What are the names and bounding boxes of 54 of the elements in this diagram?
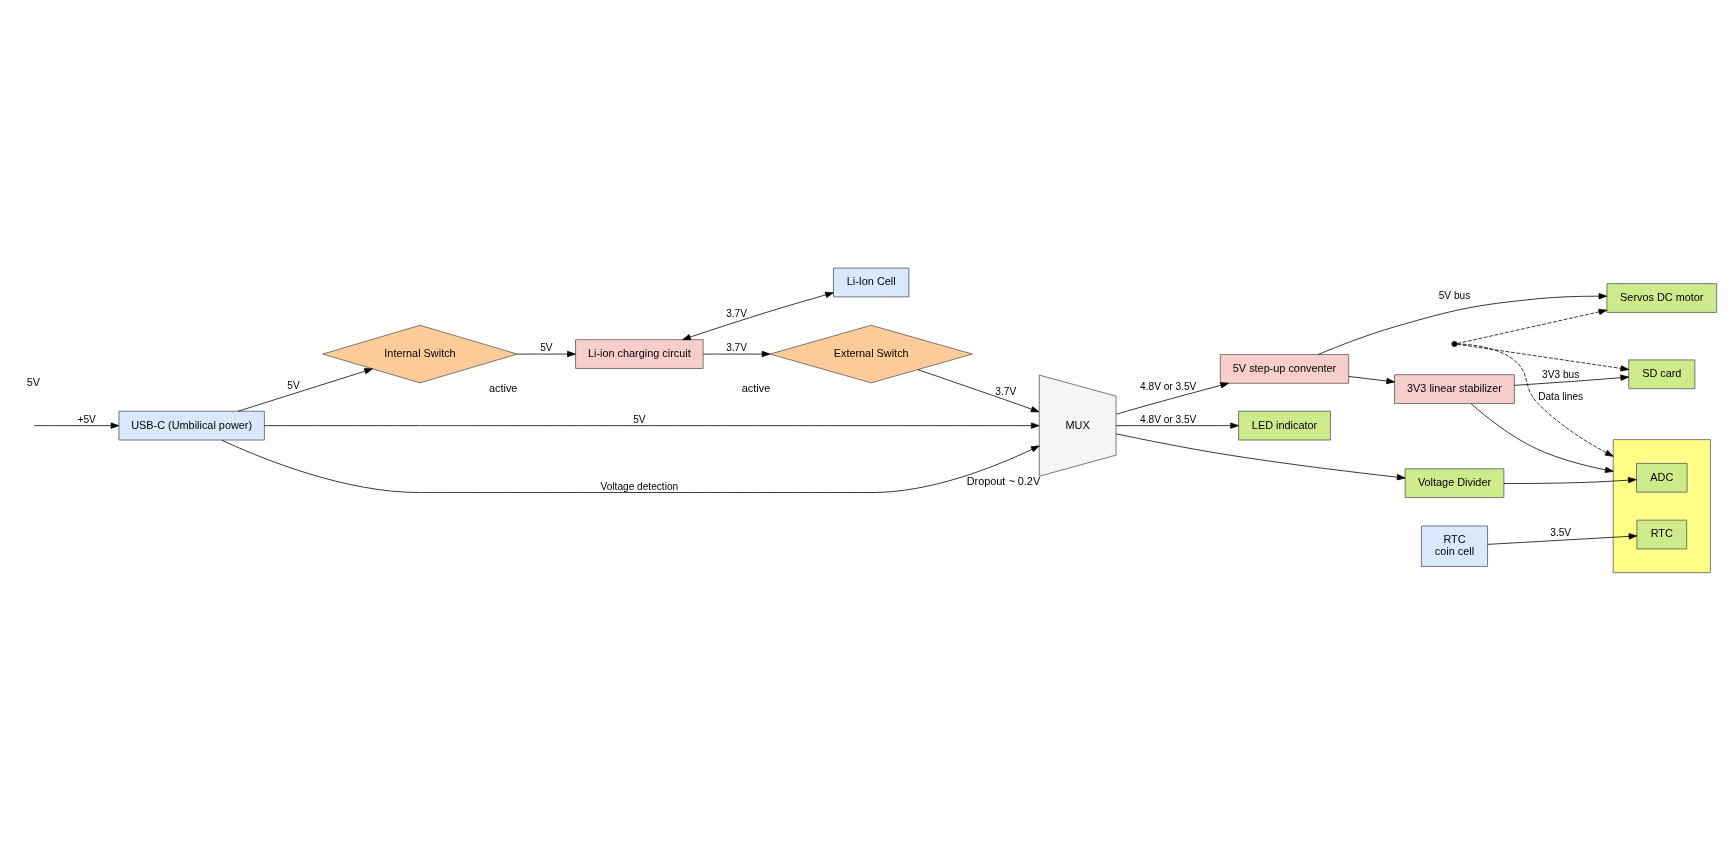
- arrow: [264, 422, 1040, 429]
- node-box: RTC: [1636, 519, 1688, 549]
- edge-label: 3.7V: [995, 385, 1017, 397]
- arrow: [1115, 422, 1239, 429]
- node-diamond: Internal Switch: [322, 324, 518, 383]
- edge-label: Voltage detection: [600, 480, 679, 492]
- node-box: RTC coin cell: [1421, 525, 1488, 567]
- arrow: [1487, 532, 1638, 545]
- arrow: [1318, 292, 1608, 355]
- arrow: [1514, 374, 1629, 386]
- edge-label: 3.5V: [1550, 526, 1572, 538]
- node-label: active: [741, 381, 771, 394]
- node-box: MUX: [1038, 374, 1117, 477]
- arrow: [1456, 308, 1608, 344]
- arrow: [917, 368, 1040, 412]
- node-box: 5V step-up conventer: [1219, 353, 1350, 384]
- edge-label: +5V: [77, 413, 96, 425]
- node-diamond: External Switch: [769, 324, 973, 383]
- edge-label: 3.7V: [726, 307, 747, 319]
- node-box: LED indicator: [1238, 410, 1331, 440]
- node-box: Voltage Divider: [1404, 467, 1505, 498]
- node-box: Li-Ion Cell: [833, 267, 910, 297]
- arrow: [1456, 343, 1630, 371]
- node-box: SD card: [1628, 359, 1696, 389]
- arrow: [1503, 476, 1637, 484]
- arrow: [1470, 402, 1614, 473]
- edge-label: 3V3 bus: [1542, 368, 1580, 380]
- arrow: [1115, 432, 1406, 480]
- arrow: [516, 350, 576, 357]
- arrow: [237, 367, 373, 412]
- edge-label: 5V bus: [1438, 289, 1471, 301]
- edge-label: 4.8V or 3.5V: [1140, 413, 1197, 425]
- node-label: Dropout ~ 0.2V: [966, 474, 1041, 487]
- arrow: [1115, 381, 1229, 415]
- node-label: active: [489, 381, 518, 394]
- arrow: [702, 350, 771, 357]
- arrow: [1348, 375, 1395, 384]
- edge-label: 3.7V: [726, 341, 747, 353]
- arrow: [33, 422, 120, 429]
- node-box: ADC: [1636, 462, 1688, 493]
- node-box: Servos DC motor: [1606, 282, 1718, 313]
- edge-label: 4.8V or 3.5V: [1140, 380, 1197, 392]
- arrow: [682, 291, 834, 340]
- cluster: [1612, 438, 1711, 573]
- node-box: Li-ion charging circuit: [575, 338, 704, 369]
- node-box: 3V3 linear stabilizer: [1394, 373, 1515, 404]
- edge-label: 5V: [633, 413, 646, 425]
- arrow: [221, 439, 1040, 493]
- edge-label: Data lines: [1538, 390, 1584, 401]
- node-box: USB-C (Umbilical power): [118, 410, 265, 440]
- edge-label: 5V: [287, 379, 300, 391]
- node-circle: [1451, 340, 1458, 347]
- label: 5V: [26, 375, 41, 388]
- edge-label: 5V: [540, 341, 553, 353]
